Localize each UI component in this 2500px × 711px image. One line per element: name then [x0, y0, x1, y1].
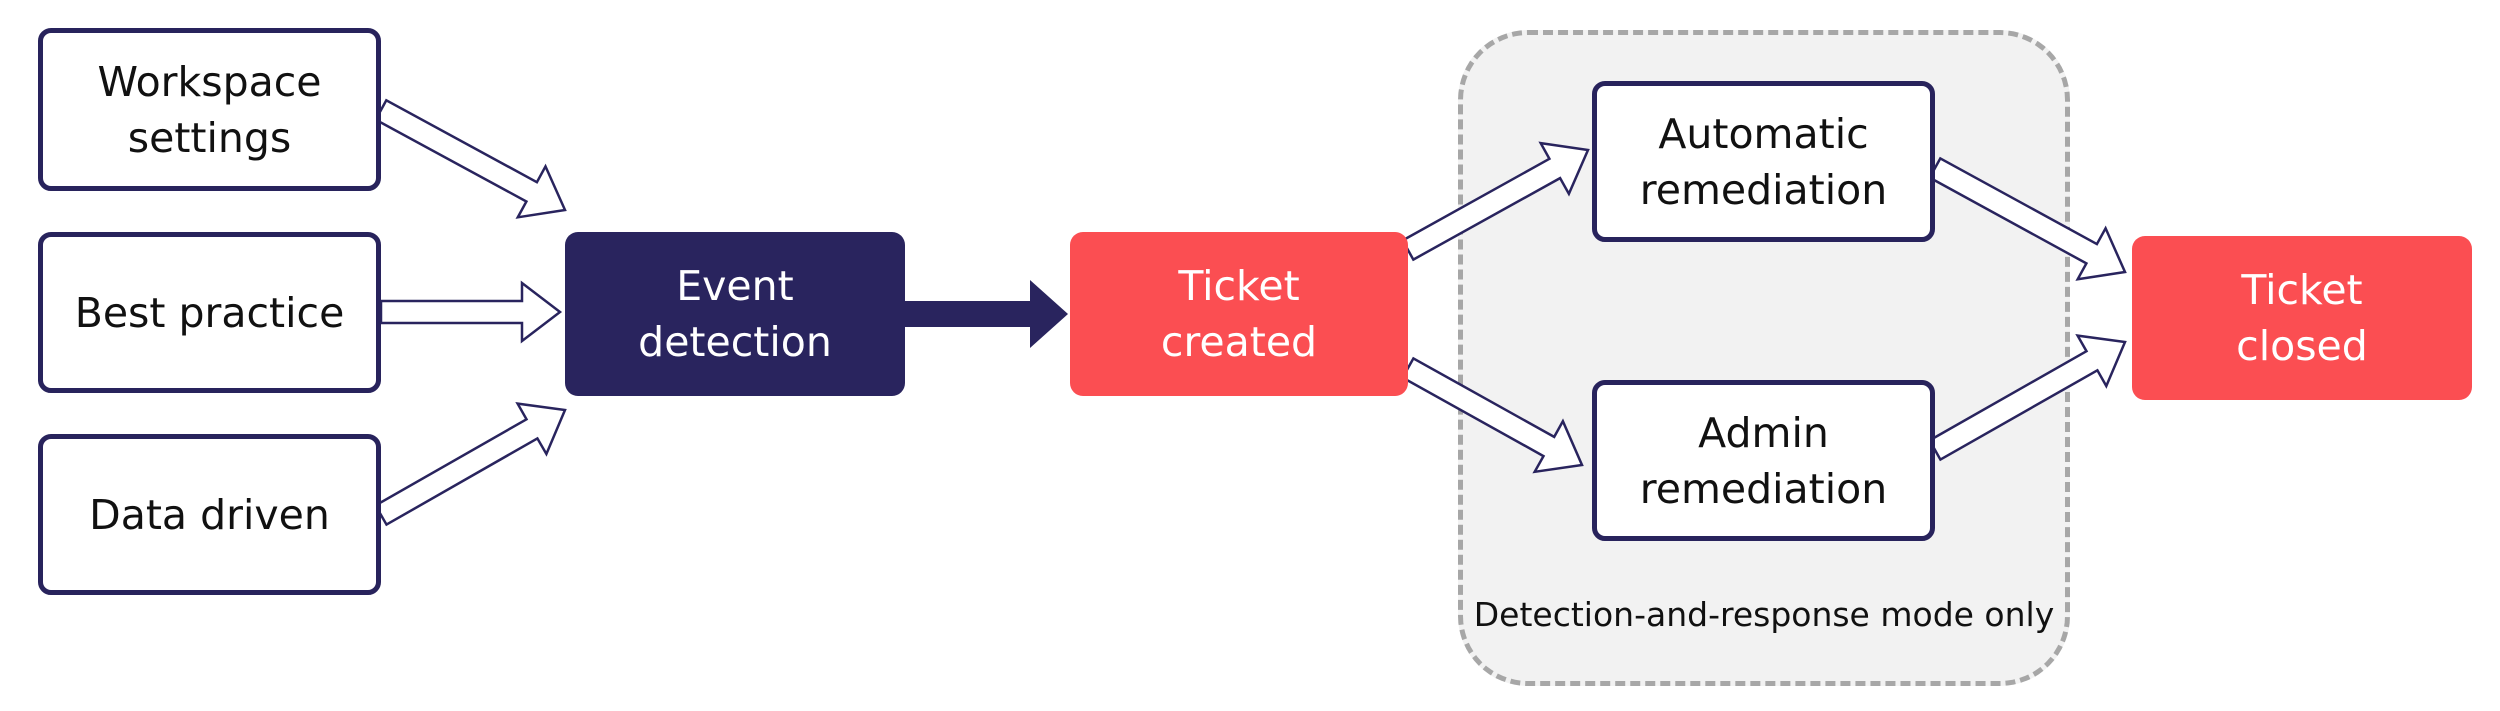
node-ticket-created: Ticket created — [1070, 232, 1408, 396]
node-label: Ticket created — [1160, 262, 1318, 366]
node-label: Admin remediation — [1639, 408, 1888, 513]
edge-automatic-remediation-to-ticket-closed — [1927, 156, 2127, 281]
edge-best-practice-to-event-detection — [379, 280, 563, 344]
node-label: Workspace settings — [97, 57, 322, 162]
node-label: Ticket closed — [2236, 266, 2368, 370]
node-automatic-remediation: Automatic remediation — [1592, 81, 1935, 242]
edge-workspace-settings-to-event-detection — [374, 98, 567, 219]
node-label: Best practice — [74, 288, 345, 337]
edge-ticket-created-to-automatic-remediation — [1401, 141, 1590, 262]
node-label: Automatic remediation — [1639, 109, 1888, 214]
node-ticket-closed: Ticket closed — [2132, 236, 2472, 400]
node-data-driven: Data driven — [38, 434, 381, 595]
node-best-practice: Best practice — [38, 232, 381, 393]
region-label: Detection-and-response mode only — [1473, 595, 2055, 634]
node-workspace-settings: Workspace settings — [38, 28, 381, 191]
node-admin-remediation: Admin remediation — [1592, 380, 1935, 541]
node-event-detection: Event detection — [565, 232, 905, 396]
edge-event-detection-to-ticket-created — [905, 280, 1068, 348]
edge-data-driven-to-event-detection — [373, 402, 567, 527]
node-label: Event detection — [638, 262, 832, 366]
edge-admin-remediation-to-ticket-closed — [1927, 334, 2127, 462]
node-label: Data driven — [89, 490, 330, 539]
edge-ticket-created-to-admin-remediation — [1400, 356, 1584, 474]
